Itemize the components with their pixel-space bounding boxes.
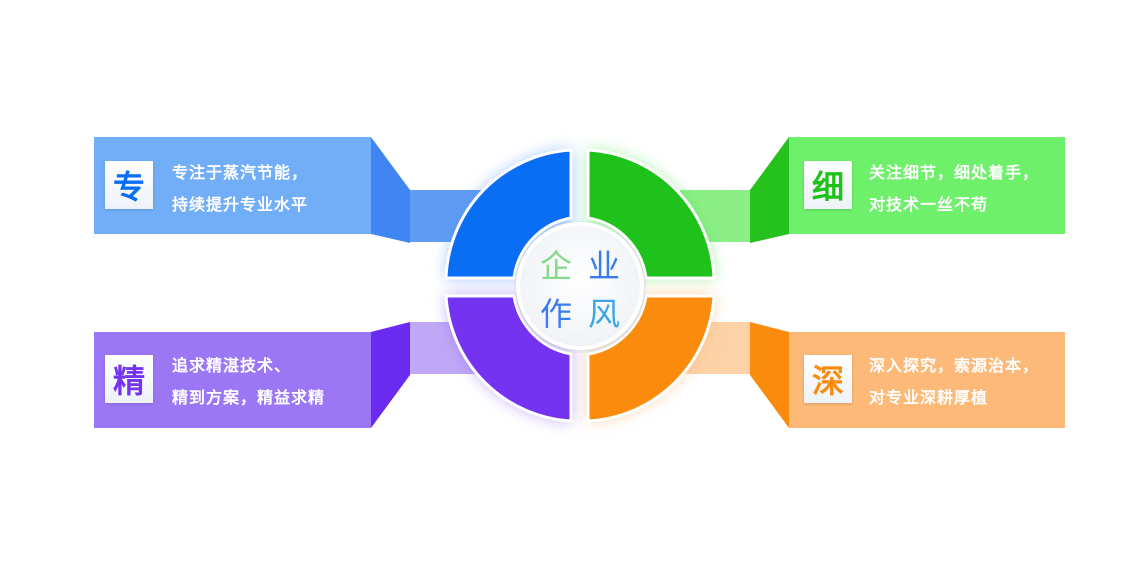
ring-quadrant-blue xyxy=(444,148,573,280)
center-char-ye: 业 xyxy=(587,247,620,285)
center-char-zuo: 作 xyxy=(539,295,572,333)
panel-shen-line-2: 对专业深耕厚植 xyxy=(869,388,989,407)
panel-zhuan-text: 专注于蒸汽节能， 持续提升专业水平 xyxy=(172,157,308,221)
panel-jing-line-2: 精到方案，精益求精 xyxy=(172,388,326,407)
panel-jing-line-1: 追求精湛技术、 xyxy=(172,356,292,375)
panel-shen-line-1: 深入探究，索源治本， xyxy=(869,356,1040,375)
panel-zhuan-line-2: 持续提升专业水平 xyxy=(172,195,309,214)
panel-zhuan-line-1: 专注于蒸汽节能， xyxy=(172,163,309,182)
panel-xi-connector xyxy=(750,137,789,243)
center-disc xyxy=(516,222,644,350)
center-char-feng: 风 xyxy=(587,295,620,333)
panel-jing-char: 精 xyxy=(105,355,153,403)
panel-xi-line-1: 关注细节，细处着手， xyxy=(869,163,1040,182)
panel-xi-line-2: 对技术一丝不苟 xyxy=(869,195,989,214)
panel-shen-char: 深 xyxy=(804,355,852,403)
panel-shen-text: 深入探究，索源治本， 对专业深耕厚植 xyxy=(869,350,1039,414)
panel-shen xyxy=(680,322,1065,428)
ring-quadrant-green xyxy=(586,148,716,280)
ring xyxy=(444,148,716,423)
ring-quadrant-purple xyxy=(444,294,573,423)
panel-zhuan-connector xyxy=(371,137,410,243)
panel-zhuan-char: 专 xyxy=(105,161,153,209)
panel-xi-char: 细 xyxy=(804,161,852,209)
ring-quadrant-orange xyxy=(586,294,716,423)
center-char-qi: 企 xyxy=(539,247,572,285)
panel-jing-connector xyxy=(371,322,410,428)
panel-xi-text: 关注细节，细处着手， 对技术一丝不苟 xyxy=(869,157,1039,221)
panel-shen-connector xyxy=(750,322,789,428)
panel-jing-text: 追求精湛技术、 精到方案，精益求精 xyxy=(172,350,325,414)
